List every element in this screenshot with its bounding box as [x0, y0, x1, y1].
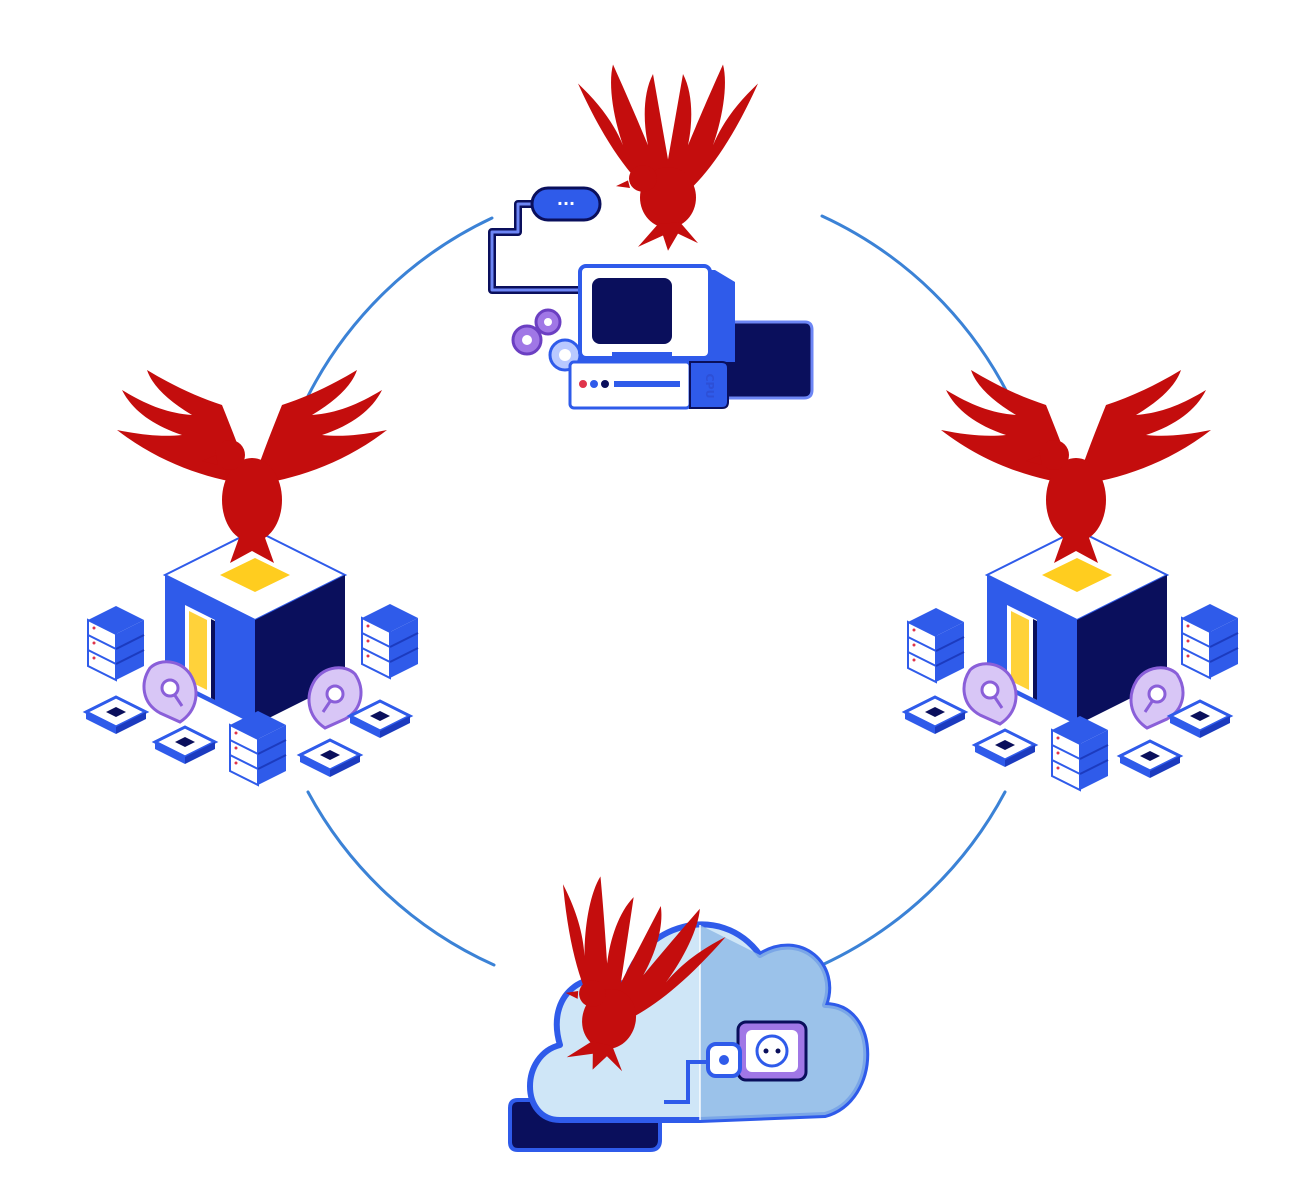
eagle-icon	[117, 370, 387, 563]
tile	[1118, 739, 1182, 780]
key-icon	[962, 662, 1018, 726]
desktop-computer-node: ··· CPU	[488, 64, 814, 410]
cable-block	[718, 320, 814, 400]
monitor-icon	[578, 264, 735, 366]
data-center-hub-left	[84, 370, 419, 786]
chat-bubble-icon: ···	[530, 186, 602, 222]
server-stack	[87, 605, 145, 681]
tower-label: CPU	[703, 373, 716, 398]
server-stack	[361, 603, 419, 679]
server-stack	[907, 607, 965, 683]
computer-tower-icon: CPU	[568, 360, 729, 410]
ring-arc-top-left	[306, 216, 494, 398]
data-center-hub-right	[903, 370, 1239, 791]
cloud-node	[508, 866, 870, 1152]
tile	[903, 695, 967, 736]
server-stack	[1181, 603, 1239, 679]
tile	[153, 725, 217, 766]
tile	[84, 695, 148, 736]
tile	[973, 728, 1037, 769]
tile	[298, 738, 362, 779]
eagle-icon	[578, 64, 758, 251]
server-stack	[1051, 715, 1109, 791]
eagle-icon	[941, 370, 1211, 563]
chat-bubble-text: ···	[557, 194, 575, 213]
plug-icon	[664, 1042, 742, 1104]
gear-icon	[511, 308, 582, 372]
ring-arc-bottom-right	[820, 790, 1007, 967]
key-icon	[142, 660, 198, 724]
power-socket-icon	[736, 1020, 808, 1082]
cycle-ring	[306, 214, 1014, 967]
ring-arc-top-right	[820, 214, 1014, 404]
ring-arc-bottom-left	[306, 790, 496, 967]
server-stack	[229, 710, 287, 786]
